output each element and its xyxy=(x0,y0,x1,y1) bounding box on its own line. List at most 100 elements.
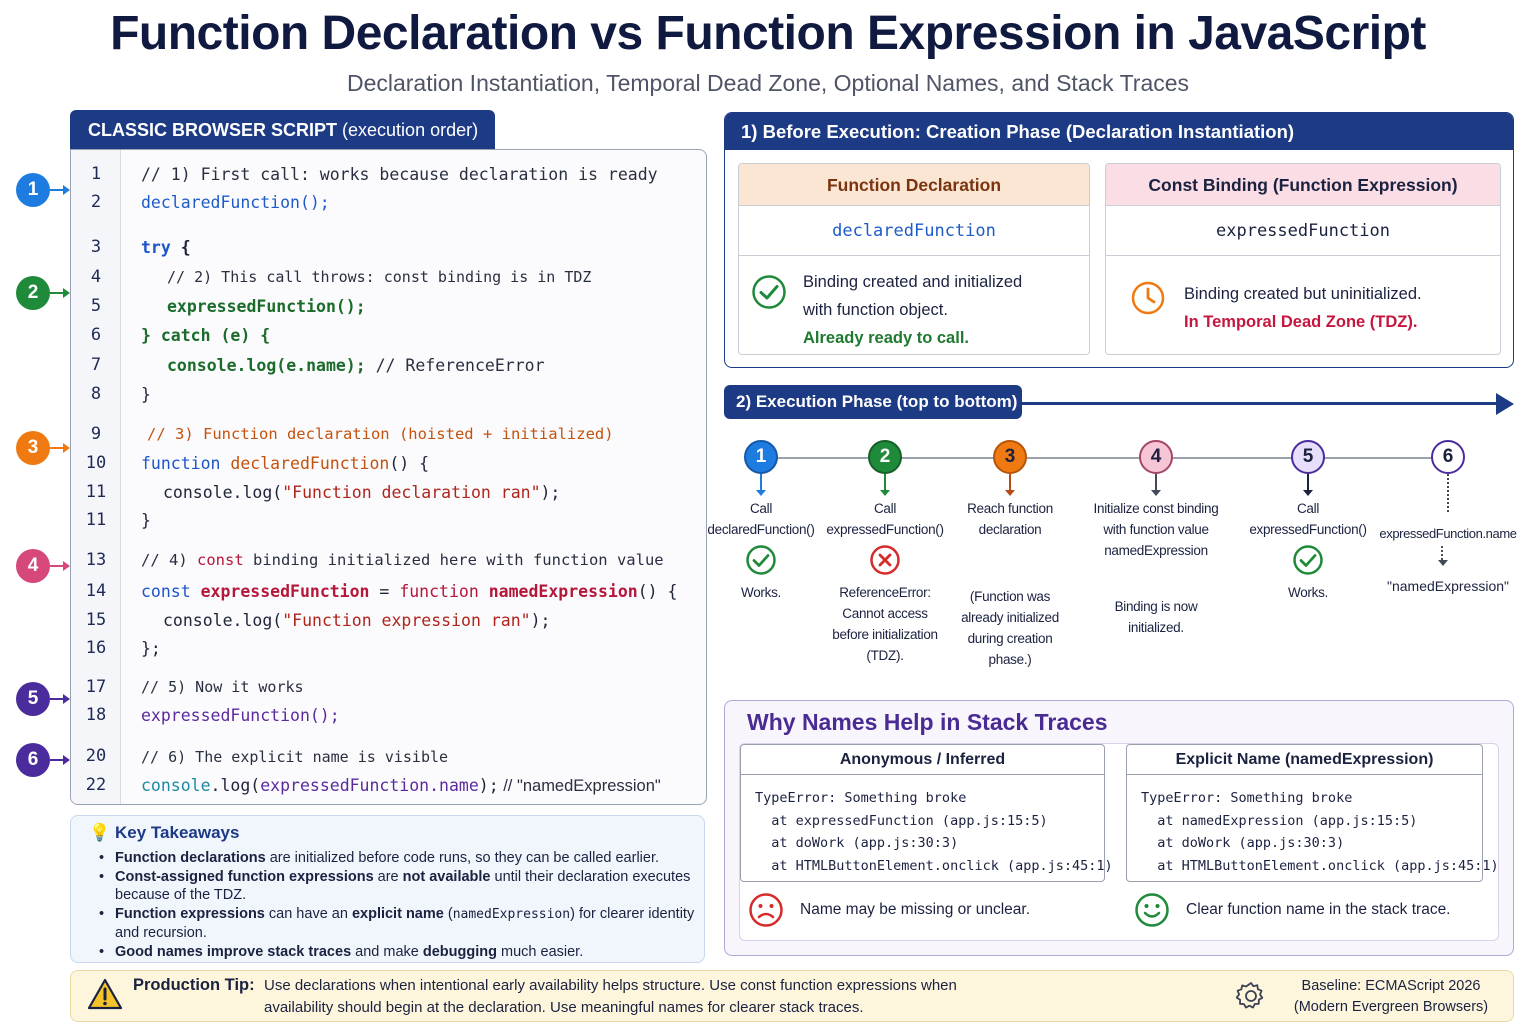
line-number: 16 xyxy=(85,638,107,658)
code-comment: binding initialized here with function v… xyxy=(243,551,664,569)
card-description-line: with function object. xyxy=(803,301,948,319)
line-number: 14 xyxy=(85,581,107,601)
code-line: } catch (e) { xyxy=(141,326,271,345)
step-result: "namedExpression" xyxy=(1386,578,1509,594)
takeaway-bold: Const-assigned function expressions xyxy=(115,869,374,885)
code-line: // 1) First call: works because declarat… xyxy=(141,165,658,184)
anonymous-trace-box: Anonymous / Inferred TypeError: Somethin… xyxy=(740,744,1113,882)
code-token: ); xyxy=(530,611,551,630)
line-number: 13 xyxy=(85,550,107,570)
code-token: = xyxy=(369,582,400,601)
function-declaration-card: Function Declaration declaredFunction Bi… xyxy=(738,163,1090,355)
execution-arrow-line xyxy=(1020,402,1498,405)
card-binding-name: declaredFunction xyxy=(739,206,1089,256)
code-line: console.log(expressedFunction.name); // … xyxy=(141,776,661,796)
baseline-note: Baseline: ECMAScript 2026(Modern Evergre… xyxy=(1286,976,1496,1018)
explicit-trace-box: Explicit Name (namedExpression) TypeErro… xyxy=(1126,744,1499,882)
takeaway-bold: debugging xyxy=(422,944,497,960)
line-number: 6 xyxy=(90,325,102,345)
trace-line: at namedExpression (app.js:15:5) xyxy=(1141,812,1418,829)
step-result-line: Binding is now xyxy=(1114,599,1198,614)
execution-phase-header: 2) Execution Phase (top to bottom) xyxy=(724,385,1022,419)
trace-line: TypeError: Something broke xyxy=(755,790,967,806)
lightbulb-icon: 💡 xyxy=(89,823,111,842)
code-comment: // "namedExpression" xyxy=(498,777,661,795)
card-status-text: In Temporal Dead Zone (TDZ). xyxy=(1184,313,1418,331)
card-status-text: Already ready to call. xyxy=(803,329,969,347)
code-token: console.log( xyxy=(163,483,283,502)
code-line: // 4) const binding initialized here wit… xyxy=(141,551,664,569)
step-dotted-line xyxy=(1441,546,1443,560)
code-line: // 2) This call throws: const binding is… xyxy=(167,268,592,286)
production-tip-label: Production Tip: xyxy=(133,976,255,994)
line-number: 11 xyxy=(85,482,107,502)
step-label-line: Call xyxy=(873,501,897,516)
step-arrow xyxy=(1151,474,1161,496)
line-number: 15 xyxy=(85,610,107,630)
trace-line: at HTMLButtonElement.onclick (app.js:45:… xyxy=(1141,857,1499,874)
code-token: console xyxy=(141,776,211,795)
code-panel-tab: CLASSIC BROWSER SCRIPT (execution order) xyxy=(70,110,495,150)
step-label-line: Call xyxy=(749,501,773,516)
step-dotted-line xyxy=(1447,474,1449,512)
marker-arrow xyxy=(50,443,70,453)
line-number: 9 xyxy=(90,424,102,444)
line-number: 4 xyxy=(90,267,102,287)
trace-line: at expressedFunction (app.js:15:5) xyxy=(755,812,1048,829)
code-token: ); xyxy=(540,483,561,502)
code-token: console.log(e.name); xyxy=(167,356,366,375)
step-marker-3: 3 xyxy=(16,431,50,465)
takeaway-bold: explicit name xyxy=(351,906,444,922)
step-result-line: initialized. xyxy=(1128,620,1184,635)
code-comment: // 4) xyxy=(141,551,197,569)
smiley-face-icon xyxy=(1135,893,1169,927)
step-result-line: already initialized xyxy=(961,610,1059,625)
keyword: function xyxy=(399,582,479,601)
step-number: 5 xyxy=(1291,440,1325,474)
line-number: 10 xyxy=(85,453,107,473)
line-number: 1 xyxy=(90,164,102,184)
code-line: expressedFunction(); xyxy=(141,706,340,725)
step-result: Works. xyxy=(741,585,781,600)
takeaway-item: Good names improve stack traces and make… xyxy=(99,943,695,961)
code-line: // 3) Function declaration (hoisted + in… xyxy=(147,425,614,443)
code-line: declaredFunction(); xyxy=(141,193,330,212)
step-arrow xyxy=(756,474,766,496)
step-marker-6: 6 xyxy=(16,743,50,777)
step-label-line: with function value xyxy=(1103,522,1209,537)
takeaway-bold: Function declarations xyxy=(115,850,266,866)
code-line: expressedFunction(); xyxy=(167,297,366,316)
step-result-line: phase.) xyxy=(988,652,1032,667)
trace-line: at doWork (app.js:30:3) xyxy=(755,835,959,851)
marker-arrow xyxy=(50,288,70,298)
takeaway-item: Const-assigned function expressions are … xyxy=(99,868,695,904)
keyword: const xyxy=(197,551,244,569)
takeaway-text: ) for clearer identity and recursion. xyxy=(115,906,695,941)
code-token: () { xyxy=(389,454,430,473)
takeaway-code: namedExpression xyxy=(452,907,571,922)
clock-icon xyxy=(1131,281,1165,315)
code-line: function declaredFunction() { xyxy=(141,454,429,473)
stack-traces-panel: Why Names Help in Stack Traces Anonymous… xyxy=(724,700,1514,956)
line-number: 5 xyxy=(90,296,102,316)
production-tip-text: Use declarations when intentional early … xyxy=(264,977,957,1016)
production-tip-banner: Production Tip: Use declarations when in… xyxy=(70,970,1514,1022)
code-panel: 1 2 3 4 5 6 7 8 9 10 11 11 13 14 15 16 1… xyxy=(70,149,707,805)
code-line: // 6) The explicit name is visible xyxy=(141,748,449,766)
code-line: } xyxy=(141,511,151,530)
step-marker-2: 2 xyxy=(16,276,50,310)
step-label-line: declaration xyxy=(978,522,1042,537)
keyword: const xyxy=(141,582,191,601)
line-number: 11 xyxy=(85,510,107,530)
takeaway-text: ( xyxy=(443,906,453,922)
takeaways-list: Function declarations are initialized be… xyxy=(99,849,695,962)
line-number: 2 xyxy=(90,192,102,212)
